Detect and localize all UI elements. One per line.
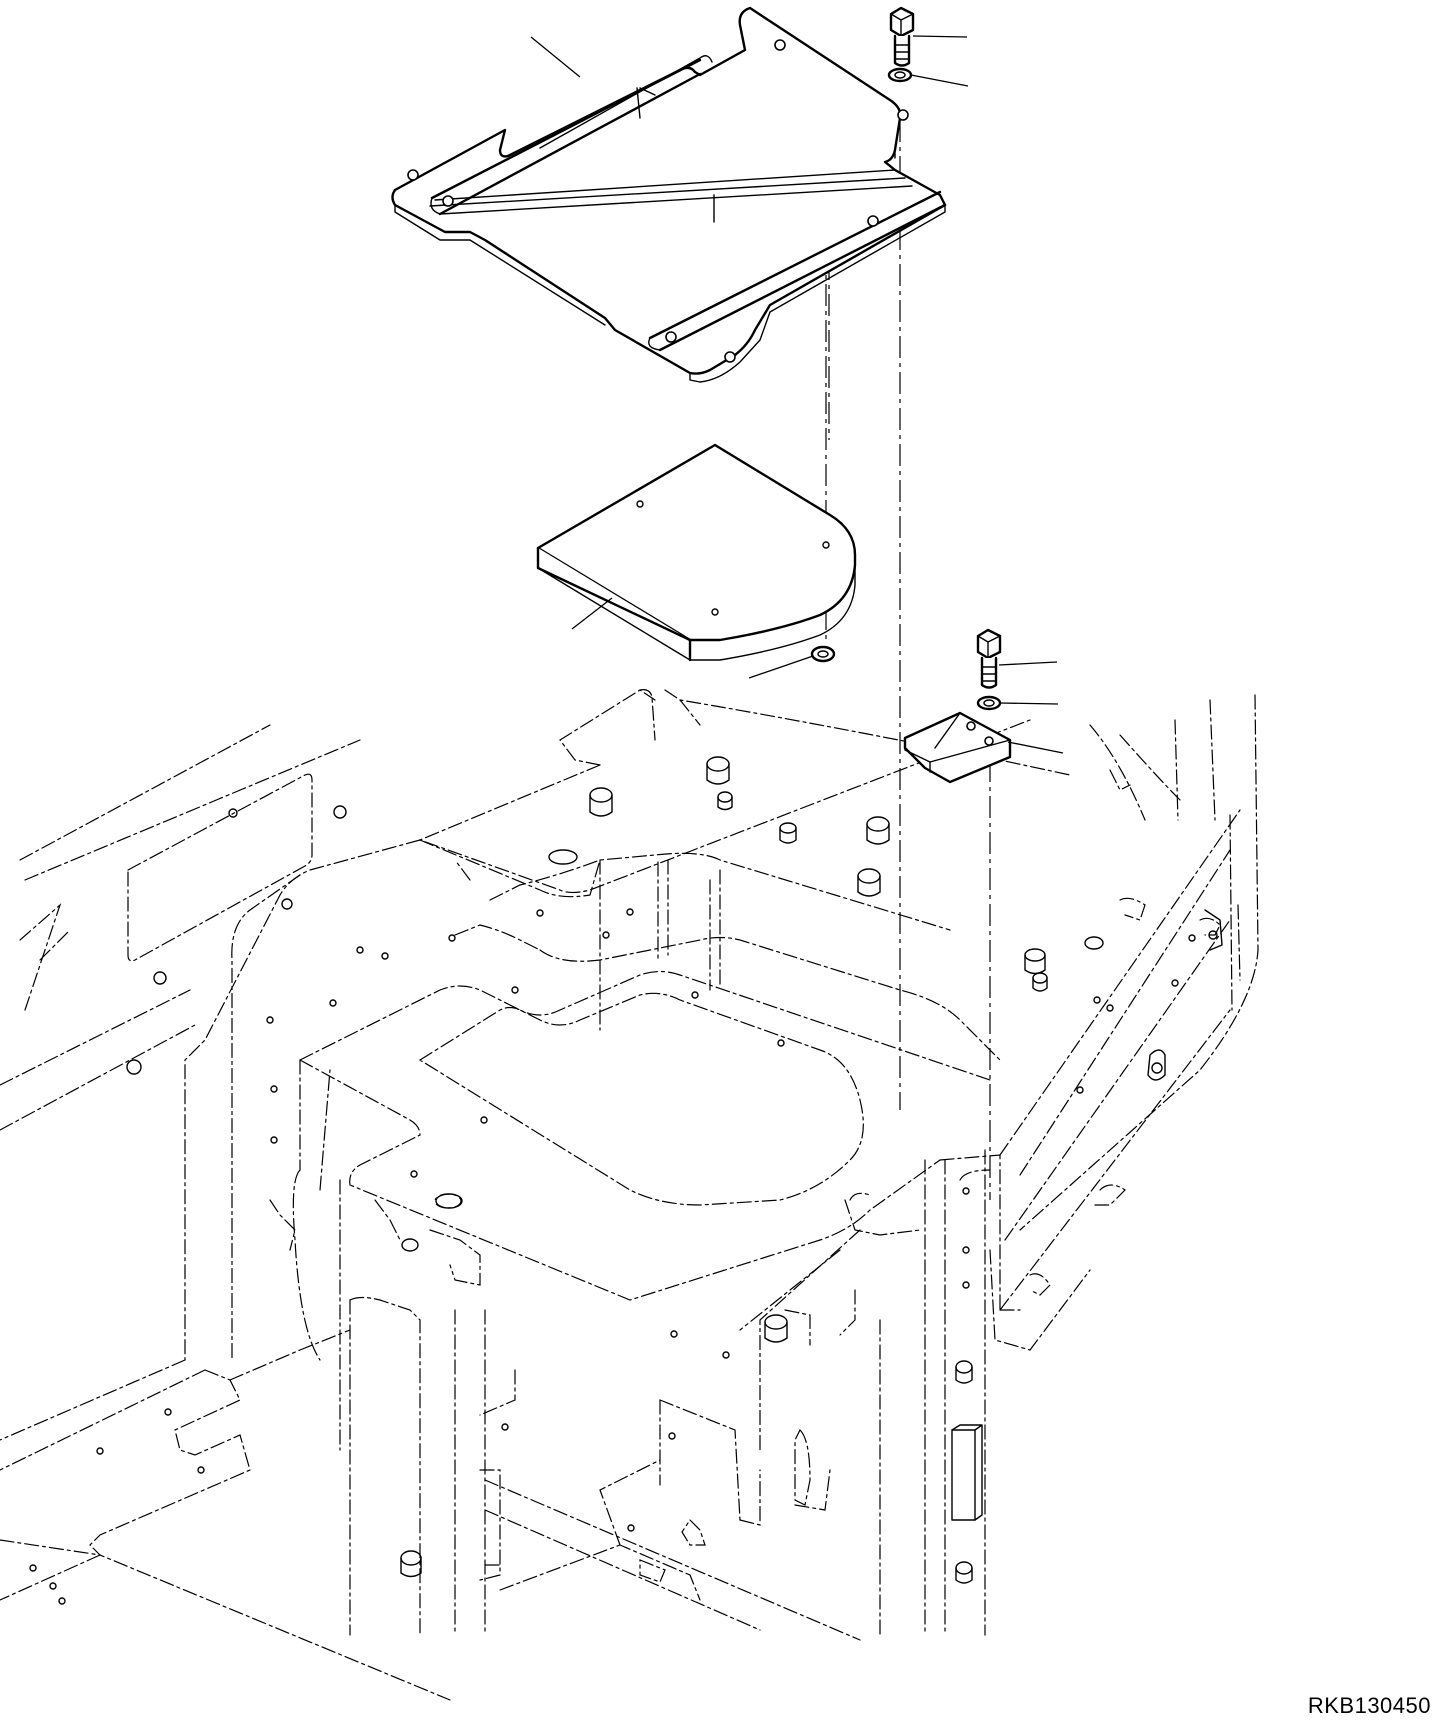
bolt-top — [889, 6, 915, 67]
cab-floor-frame — [0, 689, 1259, 1701]
seat-cushion-plate — [536, 443, 857, 662]
drawing-reference-code: RKB130450 — [1307, 1693, 1431, 1718]
bolt-lower — [976, 628, 1002, 689]
callout-leaders — [530, 35, 1064, 754]
frame-bosses — [29, 756, 1223, 1605]
angle-bracket — [903, 711, 1012, 784]
washer-lower — [976, 695, 1002, 711]
seat-mounting-plate — [391, 6, 947, 383]
washer-top — [887, 67, 913, 83]
cushion-grommet — [810, 645, 836, 663]
